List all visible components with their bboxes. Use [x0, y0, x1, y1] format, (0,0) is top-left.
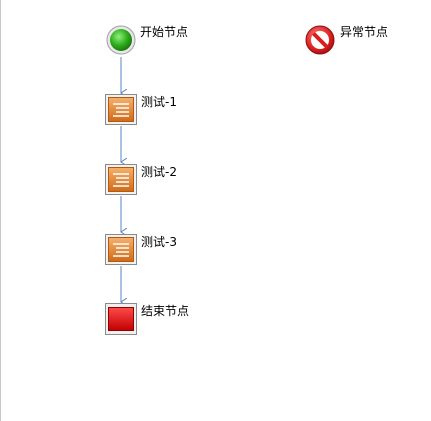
exception-node-label: 异常节点	[340, 25, 389, 39]
end-node-label: 结束节点	[141, 304, 190, 318]
task-node-test-3-label: 测试-3	[141, 235, 177, 249]
task-node-test-2-label: 测试-2	[141, 165, 177, 179]
task-node-test-1-label: 测试-1	[141, 95, 177, 109]
no-entry-icon	[305, 25, 335, 55]
task-list-icon	[105, 234, 137, 265]
start-circle-icon	[106, 25, 136, 55]
start-node-label: 开始节点	[140, 25, 189, 39]
task-list-icon	[105, 94, 137, 125]
end-square-icon	[105, 303, 137, 335]
task-list-icon	[105, 164, 137, 195]
